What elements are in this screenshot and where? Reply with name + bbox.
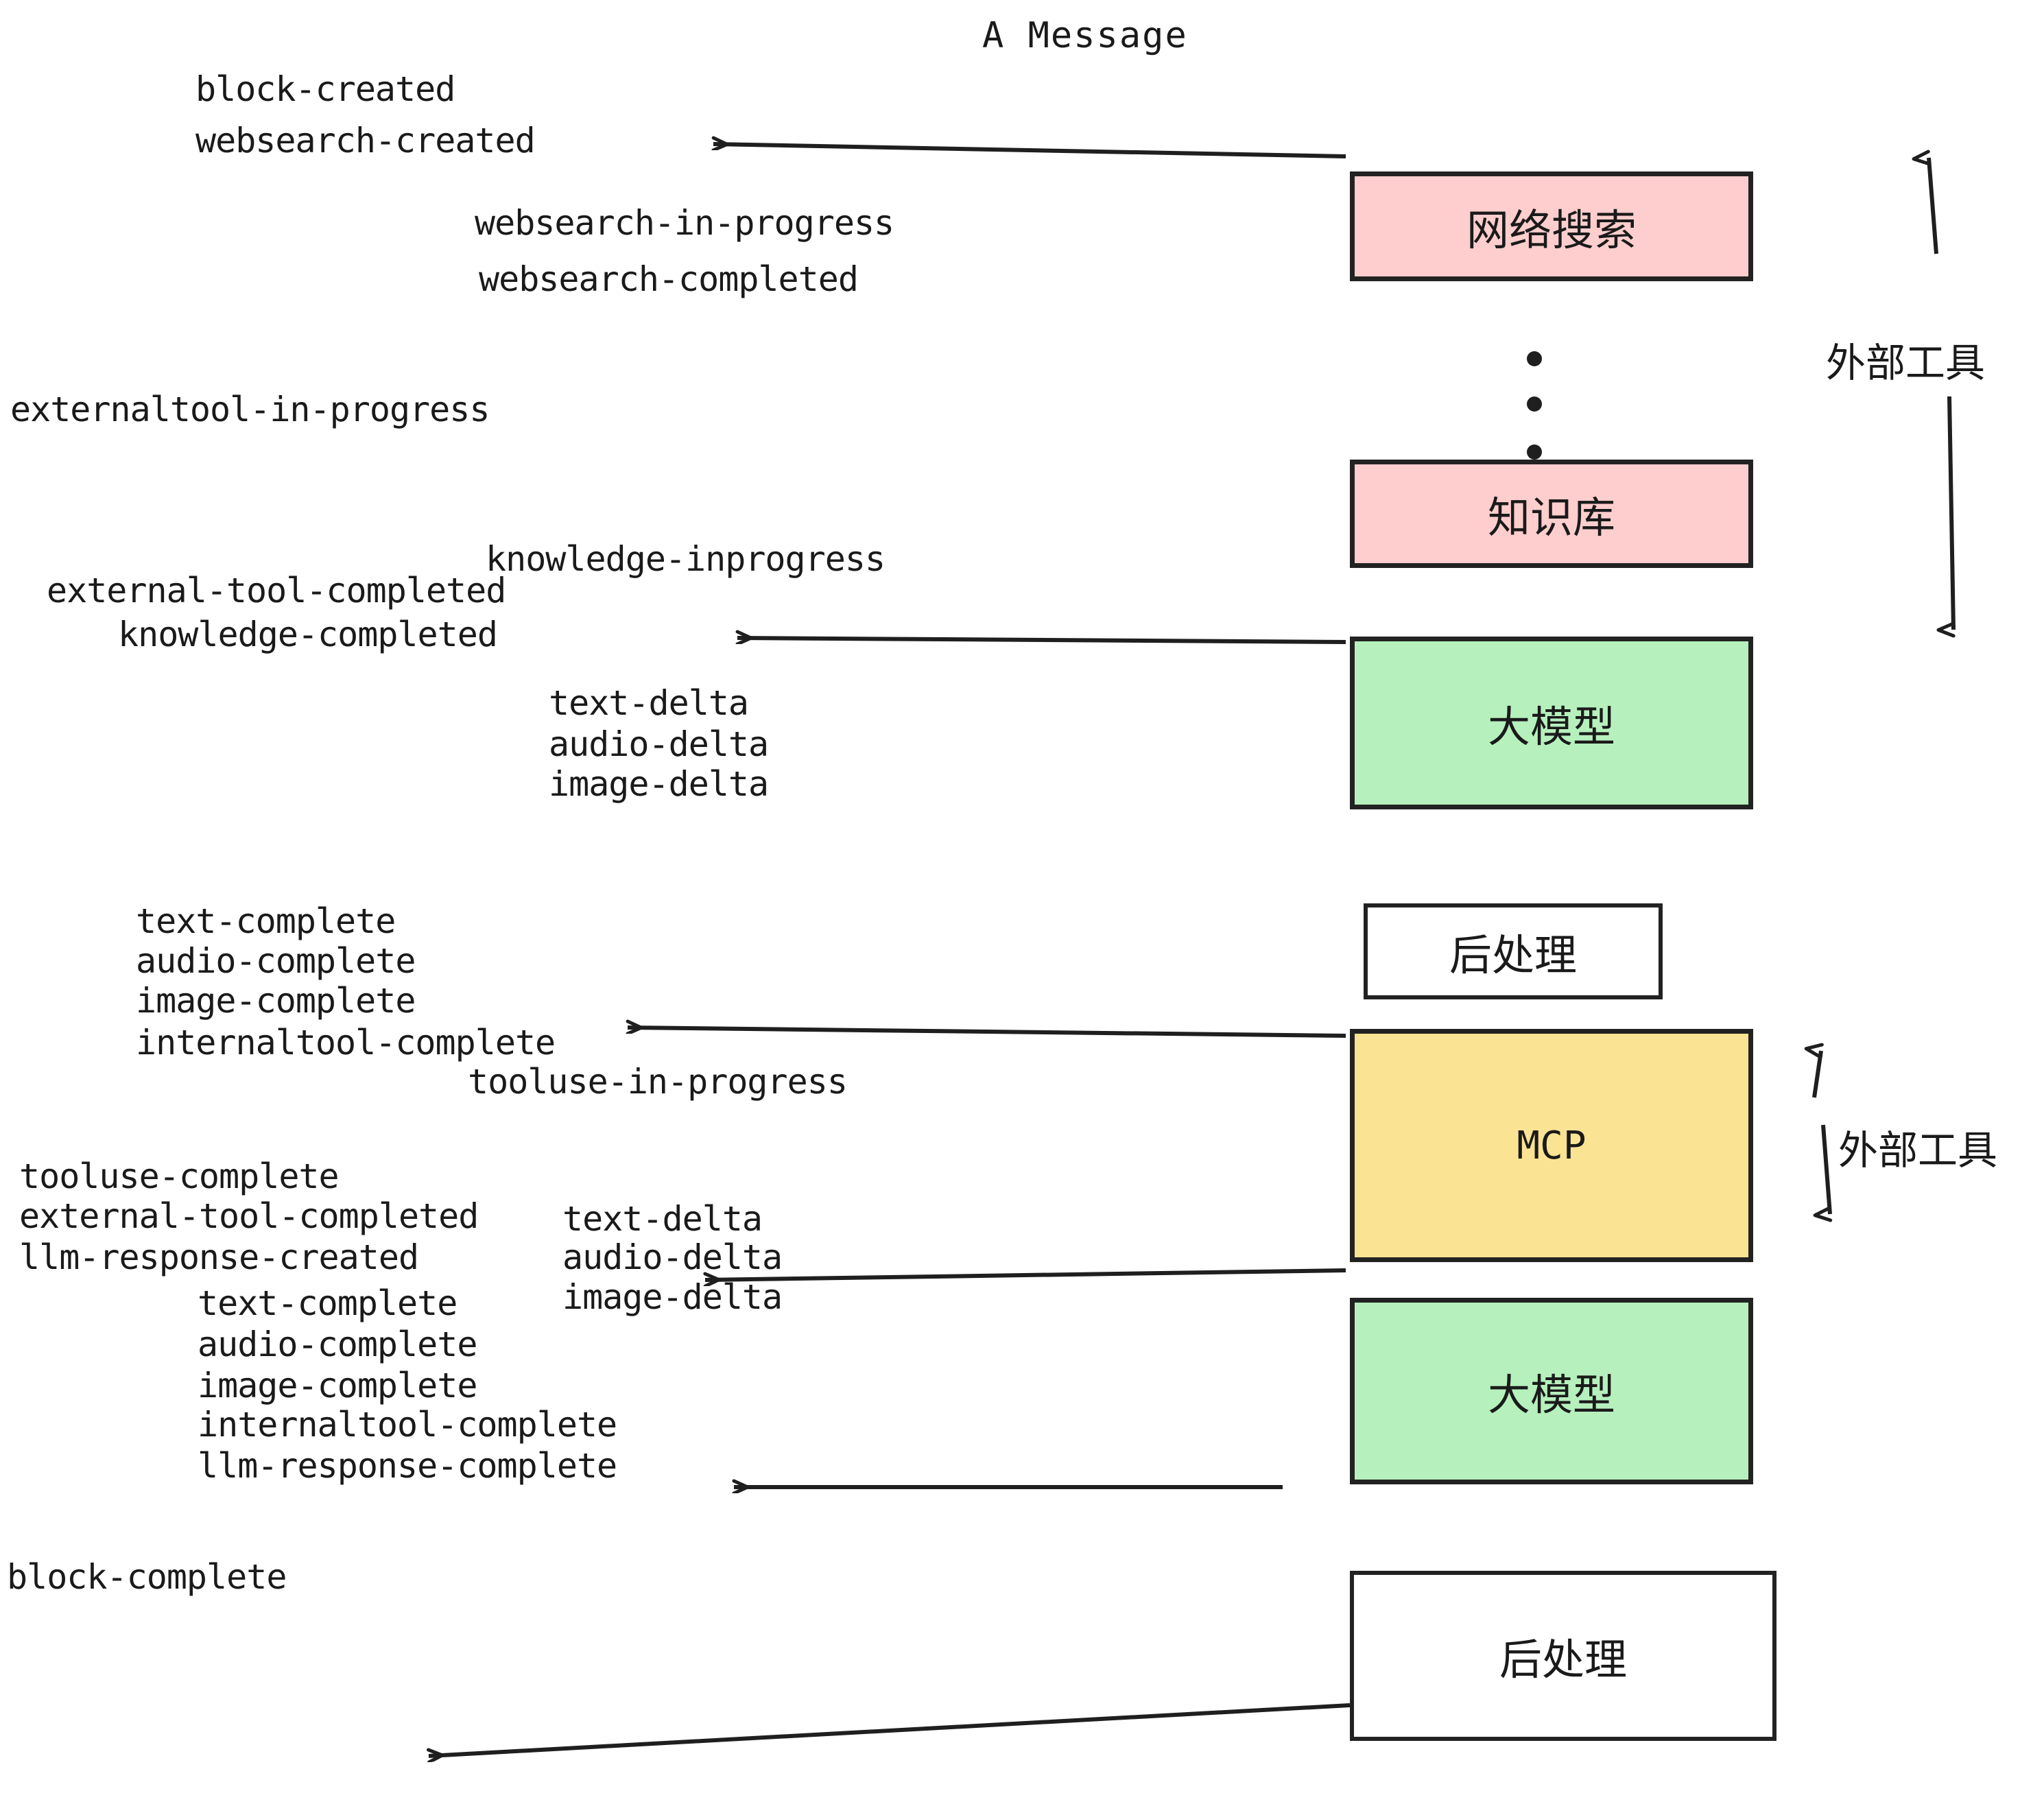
side-label-external-tools-lower: 外部工具 (1838, 1127, 1998, 1174)
event-label: knowledge-completed (118, 615, 498, 654)
event-label: llm-response-created (19, 1237, 419, 1277)
ellipsis-dot (1527, 351, 1542, 366)
node-box-llm-top: 大模型 (1350, 637, 1753, 809)
side-label-external-tools-upper: 外部工具 (1826, 340, 1986, 386)
event-label: external-tool-completed (47, 571, 506, 610)
page-title: A Message (982, 15, 1188, 56)
event-label: llm-response-complete (198, 1446, 617, 1486)
arrow-websearch-to-block-created (713, 144, 1346, 158)
event-label: audio-delta (549, 724, 769, 764)
arrow-external-tools-upper-up (1929, 158, 1938, 254)
arrow-knowledge-to-completed (737, 638, 1346, 642)
arrow-external-tools-upper-down (1949, 396, 1956, 630)
node-box-websearch: 网络搜索 (1350, 171, 1753, 281)
arrow-external-tools-lower-up (1814, 1051, 1821, 1098)
event-label: internaltool-complete (136, 1023, 556, 1063)
event-label: text-complete (198, 1283, 457, 1323)
event-label: websearch-in-progress (475, 203, 894, 243)
event-label: image-delta (549, 764, 769, 804)
event-label: text-complete (136, 901, 396, 941)
arrow-mcp-to-tooluse-complete (705, 1268, 1346, 1280)
event-label: internaltool-complete (198, 1405, 617, 1445)
event-label: image-complete (198, 1366, 477, 1405)
event-label: external-tool-completed (19, 1196, 479, 1236)
event-label: image-delta (562, 1277, 783, 1317)
node-box-mcp: MCP (1350, 1029, 1753, 1262)
ellipsis-dot (1527, 444, 1542, 460)
event-label: audio-complete (136, 941, 416, 981)
event-label: text-delta (562, 1199, 763, 1239)
arrow-postprocess-to-block-complete (429, 1703, 1351, 1756)
event-label: externaltool-in-progress (10, 390, 490, 429)
event-label: websearch-created (195, 121, 536, 161)
event-label: websearch-completed (479, 259, 859, 299)
node-box-postprocess-bot: 后处理 (1350, 1571, 1776, 1741)
arrow-external-tools-lower-down (1823, 1124, 1830, 1214)
event-label: tooluse-in-progress (468, 1062, 848, 1102)
arrow-llm-to-image-complete (628, 1028, 1346, 1038)
event-label: tooluse-complete (19, 1156, 340, 1196)
node-box-knowledge: 知识库 (1350, 460, 1753, 568)
event-label: text-delta (549, 683, 749, 723)
event-label: audio-delta (562, 1237, 783, 1277)
event-label: block-created (195, 69, 455, 109)
node-box-llm-bottom: 大模型 (1350, 1298, 1753, 1484)
event-label: image-complete (136, 981, 416, 1021)
event-label: block-complete (7, 1557, 287, 1597)
ellipsis-dot (1527, 396, 1542, 412)
node-box-postprocess-top: 后处理 (1364, 903, 1663, 999)
event-label: audio-complete (198, 1325, 477, 1364)
event-label: knowledge-inprogress (486, 539, 886, 579)
